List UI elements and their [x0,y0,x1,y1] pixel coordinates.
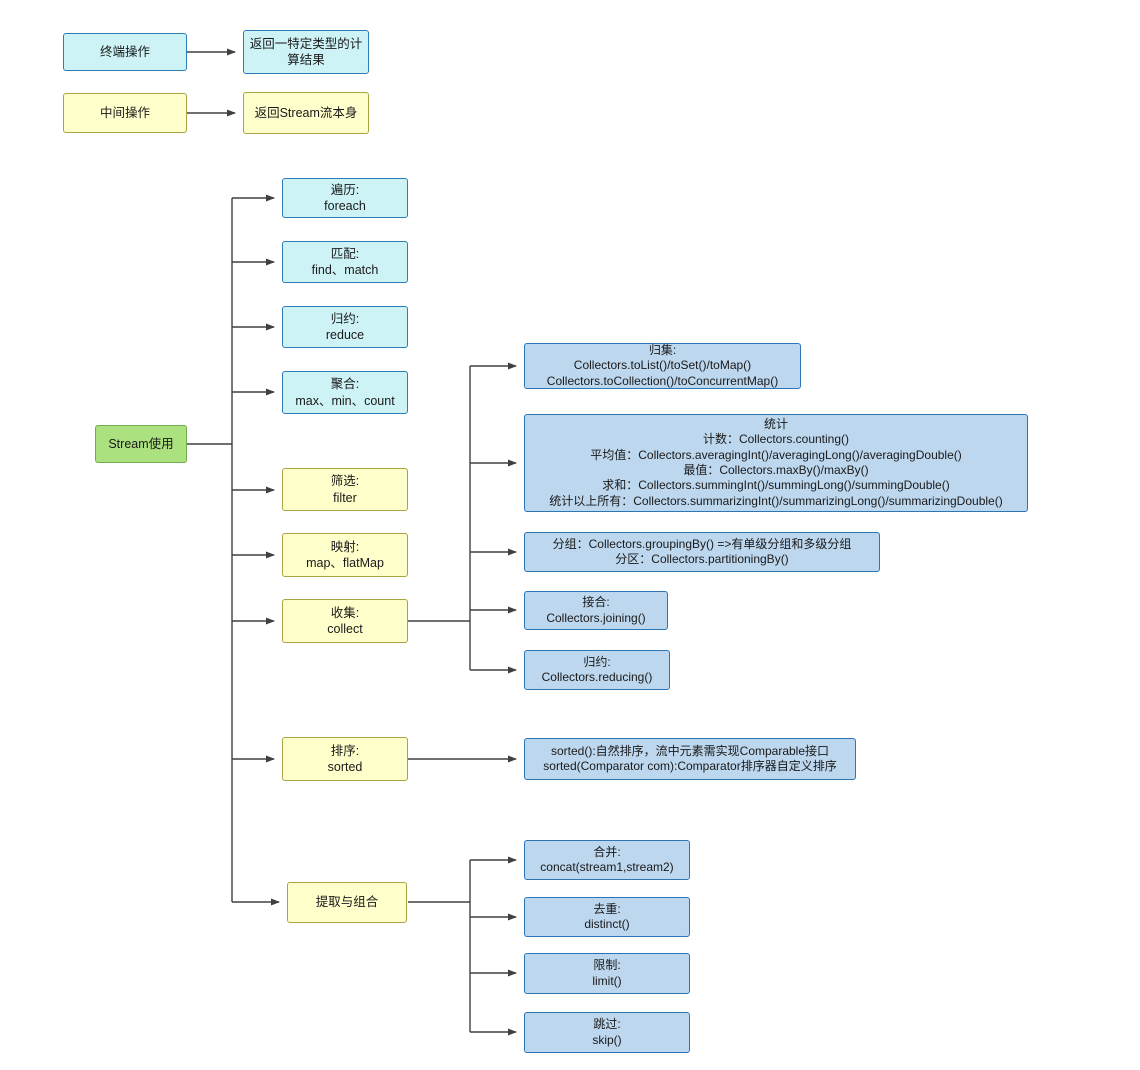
node-extract-combine[interactable]: 提取与组合 [287,882,407,923]
node-intermediate-op[interactable]: 中间操作 [63,93,187,133]
node-stream-root[interactable]: Stream使用 [95,425,187,463]
node-terminal-op[interactable]: 终端操作 [63,33,187,71]
node-collect[interactable]: 收集: collect [282,599,408,643]
connector-group [187,48,517,1036]
node-limit[interactable]: 限制: limit() [524,953,690,994]
node-reduce[interactable]: 归约: reduce [282,306,408,348]
node-filter[interactable]: 筛选: filter [282,468,408,511]
node-map[interactable]: 映射: map、flatMap [282,533,408,577]
node-match[interactable]: 匹配: find、match [282,241,408,283]
node-collectors-reducing[interactable]: 归约: Collectors.reducing() [524,650,670,690]
node-distinct[interactable]: 去重: distinct() [524,897,690,937]
node-collectors-collect-list[interactable]: 归集: Collectors.toList()/toSet()/toMap() … [524,343,801,389]
node-concat[interactable]: 合并: concat(stream1,stream2) [524,840,690,880]
node-collectors-joining[interactable]: 接合: Collectors.joining() [524,591,668,630]
node-skip[interactable]: 跳过: skip() [524,1012,690,1053]
node-collectors-grouping[interactable]: 分组：Collectors.groupingBy() =>有单级分组和多级分组 … [524,532,880,572]
node-sorted-detail[interactable]: sorted():自然排序，流中元素需实现Comparable接口 sorted… [524,738,856,780]
node-aggregate[interactable]: 聚合: max、min、count [282,371,408,414]
node-collectors-statistics[interactable]: 统计 计数：Collectors.counting() 平均值：Collecto… [524,414,1028,512]
node-intermediate-result[interactable]: 返回Stream流本身 [243,92,369,134]
node-sorted[interactable]: 排序: sorted [282,737,408,781]
node-traverse[interactable]: 遍历: foreach [282,178,408,218]
node-terminal-result[interactable]: 返回一特定类型的计 算结果 [243,30,369,74]
